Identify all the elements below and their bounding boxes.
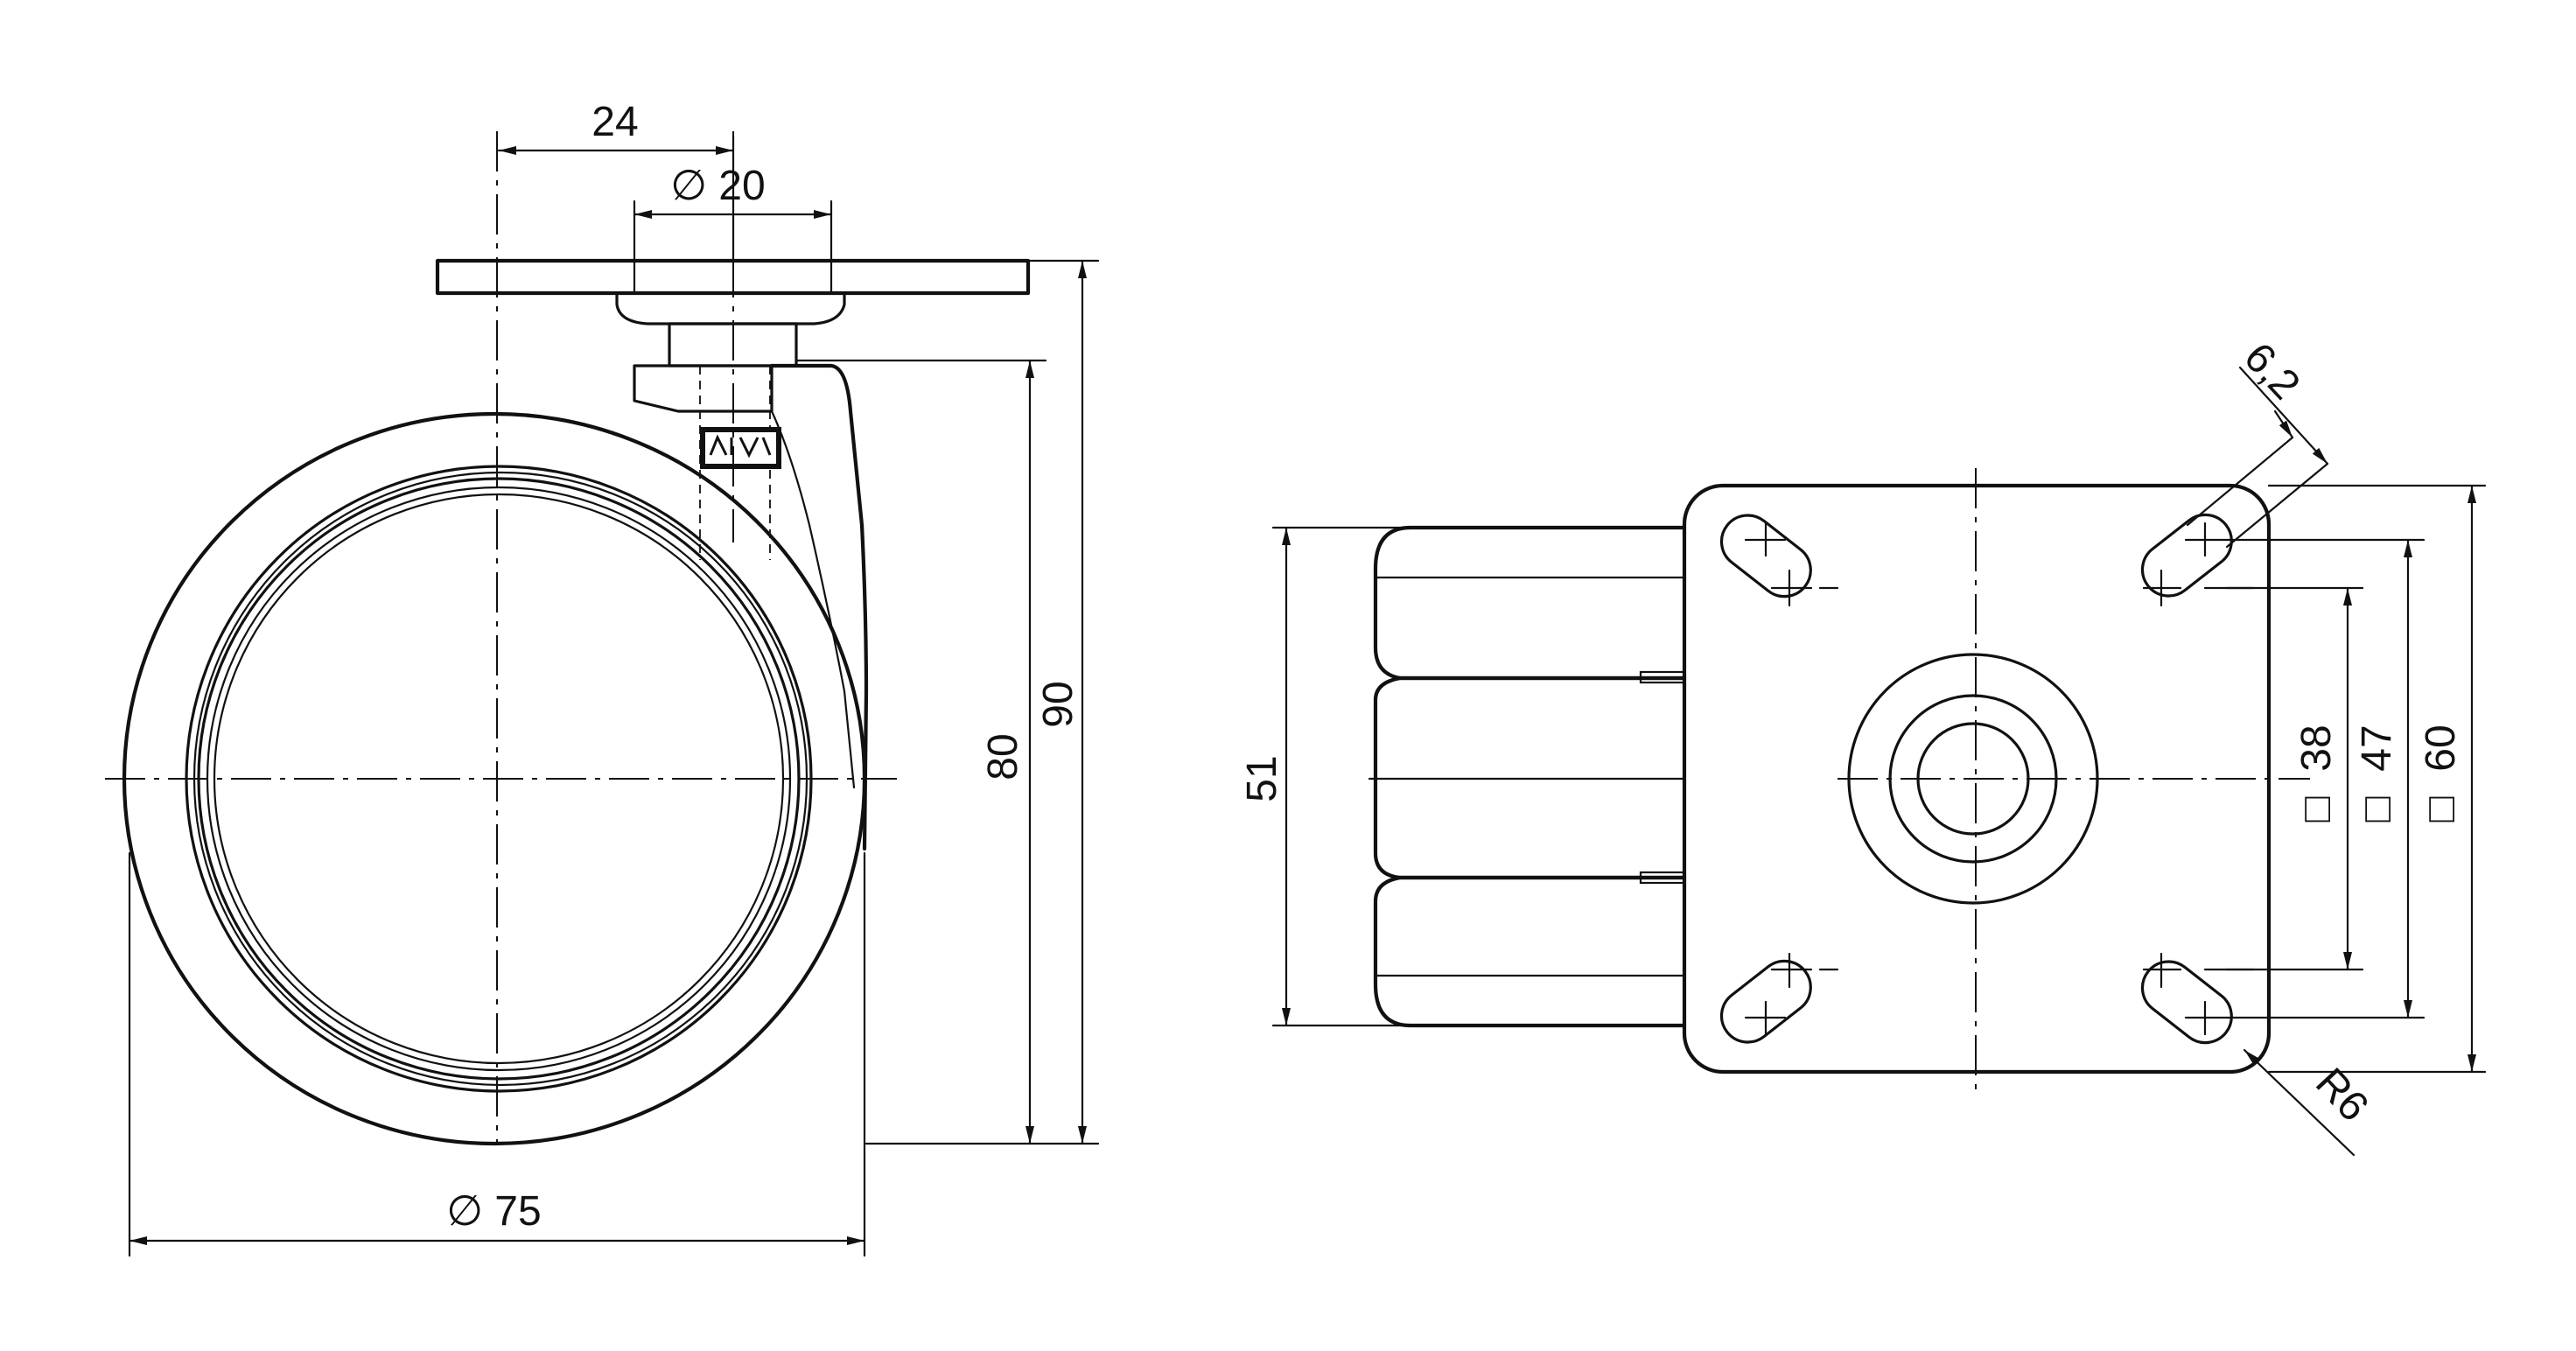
dim-text-hole-size: 6,2 <box>2235 334 2308 409</box>
square-symbol: □ <box>2418 797 2464 822</box>
square-symbol: □ <box>2354 797 2400 822</box>
dim-height-80: 80 <box>794 359 1047 1145</box>
slot-hole-bottom-left <box>1719 952 1839 1044</box>
slot-hole-bottom-right <box>2140 952 2255 1045</box>
slot-hole-top-left <box>1719 514 1839 607</box>
dim-text-square-47: 47 <box>2354 724 2400 771</box>
fork-leg-inner <box>770 410 856 789</box>
wheel-top-view <box>1368 525 1687 1028</box>
dim-square-60: □ 60 <box>2267 484 2487 1074</box>
dim-text-square-60: 60 <box>2418 724 2464 771</box>
diameter-symbol: ∅ <box>670 163 707 209</box>
wheel-rim-inner <box>213 493 785 1065</box>
dim-text-height-80: 80 <box>980 733 1026 780</box>
diameter-symbol: ∅ <box>446 1188 483 1235</box>
square-symbol: □ <box>2293 797 2340 822</box>
dim-text-width-51: 51 <box>1239 755 1285 802</box>
dim-height-90: 90 <box>864 259 1100 1145</box>
fork-block <box>633 364 774 413</box>
dim-corner-radius: R6 <box>2243 1048 2377 1157</box>
side-view: 24 ∅ 20 90 80 ∅ 75 <box>105 99 1100 1257</box>
dim-text-height-90: 90 <box>1035 681 1082 727</box>
dim-square-38: □ 38 <box>2203 586 2364 971</box>
dim-stem-diameter: ∅ 20 <box>633 163 833 295</box>
dim-offset-24: 24 <box>497 99 735 262</box>
fork-leg <box>769 363 869 851</box>
dim-text-square-38: 38 <box>2293 724 2340 771</box>
dim-text-offset: 24 <box>592 99 638 145</box>
dim-width-51: 51 <box>1239 526 1410 1027</box>
dim-wheel-diameter: ∅ 75 <box>128 851 866 1257</box>
dim-square-47: □ 47 <box>2225 538 2426 1019</box>
dim-text-wheel-diameter: 75 <box>494 1188 541 1235</box>
dim-text-stem-diameter: 20 <box>718 163 765 209</box>
swivel-housing <box>615 291 846 326</box>
slot-hole-top-right <box>2140 513 2255 607</box>
top-view: 51 □ 38 □ 47 □ 60 <box>1239 334 2487 1157</box>
